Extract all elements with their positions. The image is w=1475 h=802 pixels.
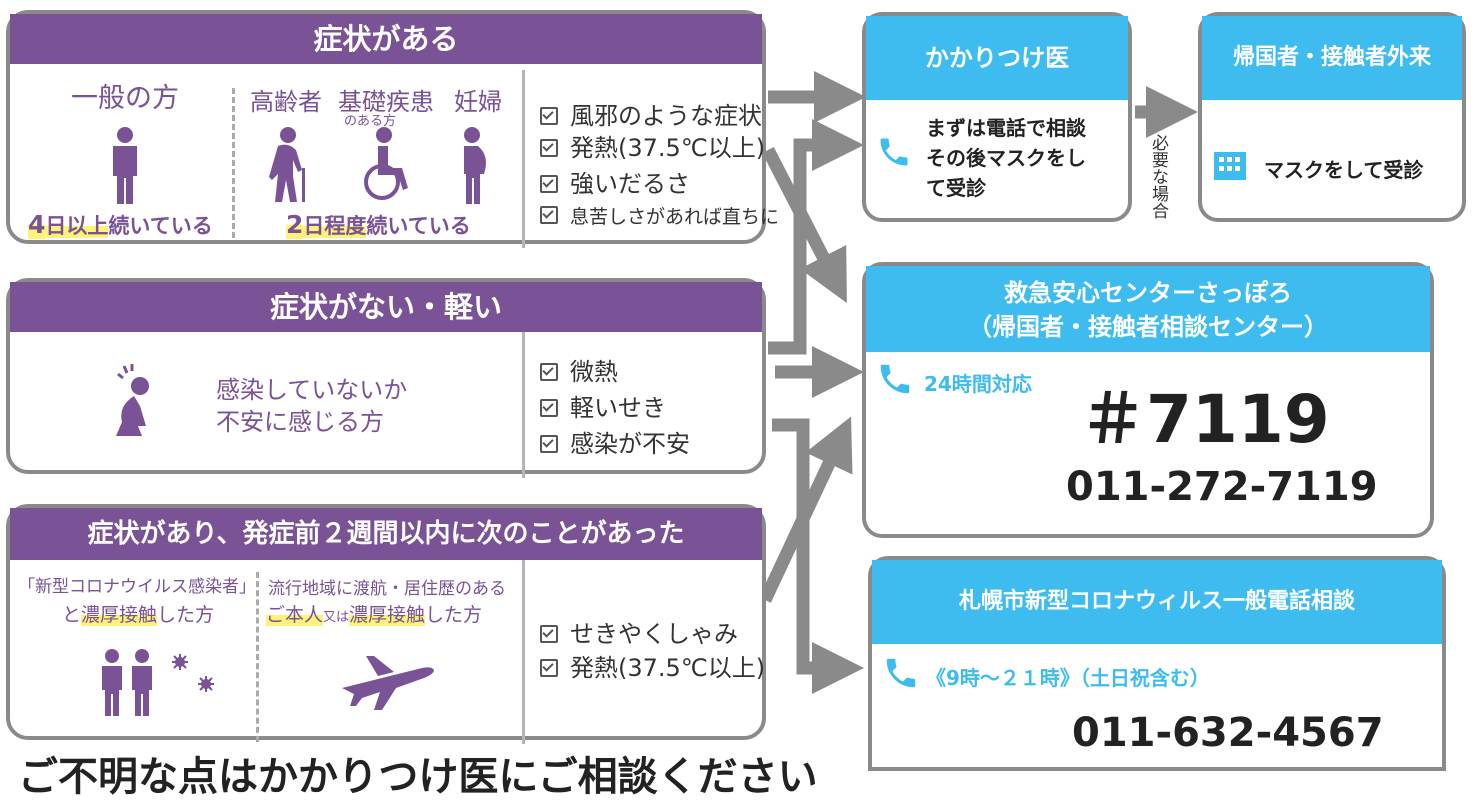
anxiety-line2: 不安に感じる方 bbox=[216, 408, 384, 436]
emergency-phone: 011-272-7119 bbox=[1066, 464, 1378, 510]
doctor-text-line1: まずは電話で相談 bbox=[926, 116, 1086, 140]
contact-line1: 「新型コロナウイルス感染者」 bbox=[18, 577, 256, 597]
contact-line2: と濃厚接触した方 bbox=[62, 604, 215, 626]
emergency-hours: 24時間対応 bbox=[924, 372, 1032, 396]
exposure-panel-title: 症状があり、発症前２週間以内に次のことがあった bbox=[10, 508, 762, 560]
returnee-clinic-box: 帰国者・接触者外来 マスクをして受診 bbox=[1198, 12, 1466, 222]
elderly-icon bbox=[269, 127, 305, 202]
symptoms-panel: 症状がある 一般の方 4日以上続いている 高齢者 基礎疾患 のある方 妊婦 2日… bbox=[6, 10, 779, 248]
symptoms-panel-title: 症状がある bbox=[10, 14, 762, 64]
caption-highlight: 日程度 bbox=[303, 214, 367, 238]
check-item: 微熱 bbox=[540, 352, 618, 387]
divider bbox=[522, 70, 525, 248]
caption-rest: 続いている bbox=[108, 214, 213, 238]
virus-icon bbox=[172, 654, 214, 692]
mild-symptoms-panel: 症状がない・軽い 感染していないか 不安に感じる方 微熱 軽いせき 感染が不安 bbox=[6, 278, 766, 478]
caption-number: 2 bbox=[286, 210, 304, 239]
airplane-icon bbox=[342, 656, 434, 710]
caption-highlight: 日以上 bbox=[45, 214, 109, 238]
check-item: 強いだるさ bbox=[540, 164, 690, 199]
travel-line1: 流行地域に渡航・居住歴のある bbox=[268, 579, 506, 599]
general-heading: 一般の方 bbox=[71, 83, 179, 114]
city-hours: 《9時～２１時》（土日祝含む） bbox=[926, 666, 1210, 690]
pregnant-heading: 妊婦 bbox=[454, 88, 502, 116]
chronic-disease-sub: のある方 bbox=[344, 114, 397, 129]
doctor-text-line3: て受診 bbox=[926, 176, 986, 200]
arrow-panel3-to-emergency bbox=[759, 416, 853, 603]
mild-symptoms-panel-title: 症状がない・軽い bbox=[10, 282, 762, 332]
city-consultation-title: 札幌市新型コロナウィルス一般電話相談 bbox=[872, 560, 1442, 644]
emergency-center-box: 救急安心センターさっぽろ （帰国者・接触者相談センター） 24時間対応 ＃711… bbox=[862, 262, 1434, 538]
returnee-clinic-title: 帰国者・接触者外来 bbox=[1202, 16, 1462, 100]
chronic-disease-heading: 基礎疾患 bbox=[338, 88, 434, 116]
divider bbox=[256, 572, 259, 742]
divider bbox=[522, 560, 525, 744]
arrow-panel2-to-doctor bbox=[768, 119, 864, 355]
pregnant-icon bbox=[464, 127, 486, 204]
check-item: 発熱(37.5℃以上) bbox=[540, 128, 765, 163]
travel-line2: ご本人又は濃厚接触した方 bbox=[266, 604, 483, 626]
phone-icon bbox=[880, 138, 908, 166]
emergency-center-subtitle: （帰国者・接触者相談センター） bbox=[968, 313, 1328, 341]
check-item: 風邪のような症状 bbox=[540, 96, 762, 131]
divider bbox=[232, 88, 235, 238]
elderly-caption: 2日程度続いている bbox=[286, 210, 471, 240]
returnee-text: マスクをして受診 bbox=[1264, 158, 1424, 182]
check-item: せきやくしゃみ bbox=[540, 614, 738, 649]
emergency-center-title: 救急安心センターさっぽろ bbox=[1004, 279, 1292, 307]
emergency-short-number: ＃7119 bbox=[1080, 381, 1330, 458]
wheelchair-icon bbox=[364, 127, 408, 200]
building-icon bbox=[1214, 152, 1246, 180]
elderly-heading: 高齢者 bbox=[250, 88, 322, 116]
emergency-center-header: 救急安心センターさっぽろ （帰国者・接触者相談センター） bbox=[866, 266, 1430, 352]
arrow-panel3-to-city bbox=[772, 418, 864, 694]
phone-icon bbox=[886, 658, 916, 688]
phone-icon bbox=[880, 364, 910, 394]
caption-number: 4 bbox=[28, 210, 46, 239]
if-needed-note: 必要な場合 bbox=[1148, 134, 1168, 219]
general-caption: 4日以上続いている bbox=[28, 210, 213, 240]
person-icon bbox=[113, 127, 137, 204]
check-item: 感染が不安 bbox=[540, 424, 690, 459]
anxiety-line1: 感染していないか bbox=[216, 376, 408, 404]
flow-arrows bbox=[759, 71, 1198, 694]
caption-rest: 続いている bbox=[366, 214, 471, 238]
doctor-text-line2: その後マスクをし bbox=[926, 146, 1086, 170]
city-consultation-box: 札幌市新型コロナウィルス一般電話相談 《9時～２１時》（土日祝含む） 011-6… bbox=[868, 556, 1446, 771]
exposure-panel: 症状があり、発症前２週間以内に次のことがあった 「新型コロナウイルス感染者」 と… bbox=[6, 504, 766, 744]
family-doctor-box: かかりつけ医 まずは電話で相談 その後マスクをし て受診 bbox=[862, 12, 1132, 222]
worried-person-icon bbox=[116, 364, 149, 436]
two-people-icon bbox=[102, 649, 152, 716]
check-item: 息苦しさがあれば直ちに bbox=[540, 202, 779, 229]
check-item: 発熱(37.5℃以上) bbox=[540, 648, 765, 683]
footer-note: ご不明な点はかかりつけ医にご相談ください bbox=[18, 754, 818, 800]
city-phone: 011-632-4567 bbox=[1072, 710, 1384, 756]
divider bbox=[522, 332, 525, 478]
family-doctor-title: かかりつけ医 bbox=[866, 16, 1128, 100]
check-item: 軽いせき bbox=[540, 388, 666, 423]
